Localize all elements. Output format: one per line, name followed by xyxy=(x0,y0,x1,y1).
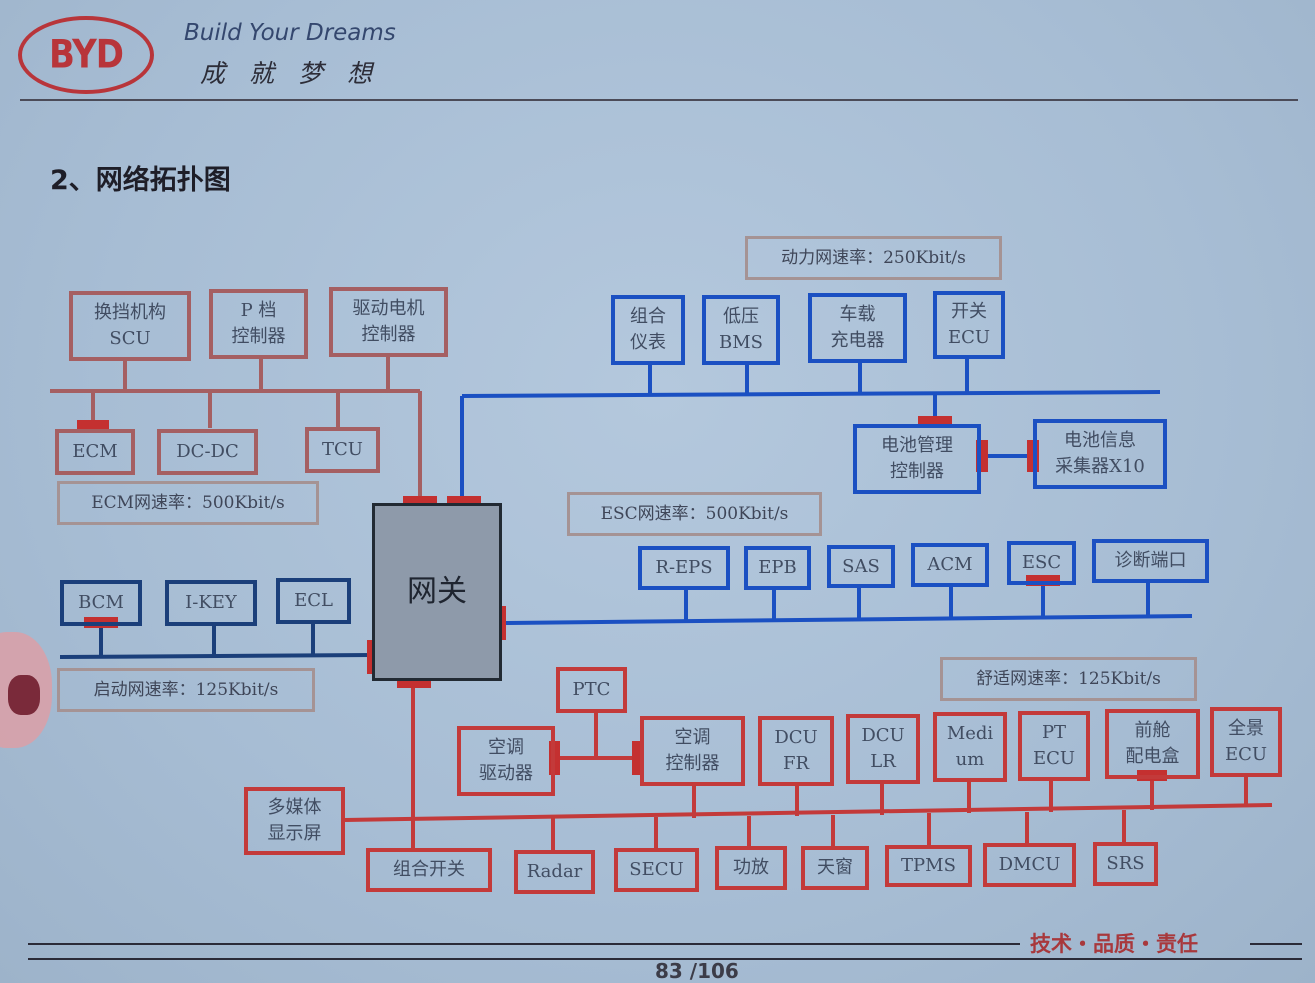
dcu-lr-node: DCU LR xyxy=(846,714,920,784)
scu-node: 换挡机构 SCU xyxy=(69,291,191,361)
secu-node: SECU xyxy=(614,848,699,892)
multimedia-display-node: 多媒体 显示屏 xyxy=(244,787,345,855)
p-gear-controller-node: P 档 控制器 xyxy=(209,289,308,359)
srs-node: SRS xyxy=(1093,842,1158,886)
logo-text: BYD xyxy=(49,32,124,78)
finger-shadow xyxy=(8,675,40,715)
radar-node: Radar xyxy=(514,850,595,894)
medium-node: Medi um xyxy=(933,712,1007,782)
panoramic-ecu-node: 全景 ECU xyxy=(1210,707,1282,777)
esc-rate-label: ESC网速率：500Kbit/s xyxy=(567,492,822,536)
esc-network-lines xyxy=(505,580,1193,625)
drive-motor-controller-node: 驱动电机 控制器 xyxy=(329,287,448,357)
bottom-divider xyxy=(28,958,1302,960)
instrument-cluster-node: 组合 仪表 xyxy=(611,295,685,365)
front-power-distribution-node: 前舱 配电盒 xyxy=(1105,709,1200,779)
diagnostic-port-node: 诊断端口 xyxy=(1092,539,1209,583)
ac-driver-node: 空调 驱动器 xyxy=(457,726,555,796)
start-rate-label: 启动网速率：125Kbit/s xyxy=(57,668,315,712)
tcu-node: TCU xyxy=(305,427,380,473)
ikey-node: I-KEY xyxy=(165,580,257,626)
onboard-charger-node: 车载 充电器 xyxy=(808,293,907,363)
switch-ecu-node: 开关 ECU xyxy=(933,291,1005,359)
comfort-rate-label: 舒适网速率：125Kbit/s xyxy=(940,657,1197,701)
comfort-network-lines xyxy=(344,682,1273,852)
footer-divider-left xyxy=(28,943,1020,945)
battery-info-collector-node: 电池信息 采集器X10 xyxy=(1033,419,1167,489)
dcu-fr-node: DCU FR xyxy=(758,716,834,786)
footer-divider-right xyxy=(1250,943,1302,945)
ecm-node: ECM xyxy=(55,429,135,475)
reps-node: R-EPS xyxy=(638,546,730,590)
slogan-chinese: 成就梦想 xyxy=(200,59,397,88)
footer-tagline: 技术・品质・责任 xyxy=(1030,932,1198,956)
ecl-node: ECL xyxy=(276,578,351,624)
tpms-node: TPMS xyxy=(885,845,972,887)
page-title: 2、网络拓扑图 xyxy=(50,165,231,196)
sas-node: SAS xyxy=(827,545,895,588)
ecm-rate-label: ECM网速率：500Kbit/s xyxy=(57,481,319,525)
byd-logo: BYD xyxy=(18,16,154,94)
acm-node: ACM xyxy=(911,543,989,587)
gateway-node: 网关 xyxy=(372,503,502,681)
low-voltage-bms-node: 低压 BMS xyxy=(702,295,780,365)
dcdc-node: DC-DC xyxy=(157,429,258,475)
page-number: 83 /106 xyxy=(655,959,739,983)
combination-switch-node: 组合开关 xyxy=(366,848,492,892)
sunroof-node: 天窗 xyxy=(801,846,869,890)
header-divider xyxy=(20,99,1298,101)
amplifier-node: 功放 xyxy=(715,846,787,890)
ecm-network-lines xyxy=(50,355,422,502)
esc-node: ESC xyxy=(1007,541,1076,585)
bcm-node: BCM xyxy=(60,580,142,626)
epb-node: EPB xyxy=(744,546,811,590)
slogan-english: Build Your Dreams xyxy=(184,20,396,46)
battery-management-controller-node: 电池管理 控制器 xyxy=(853,424,981,494)
ac-controller-node: 空调 控制器 xyxy=(640,716,745,786)
power-network-lines xyxy=(460,358,1161,502)
power-rate-label: 动力网速率：250Kbit/s xyxy=(745,236,1002,280)
pt-ecu-node: PT ECU xyxy=(1018,711,1090,781)
ptc-node: PTC xyxy=(556,667,627,713)
dmcu-node: DMCU xyxy=(983,843,1076,887)
